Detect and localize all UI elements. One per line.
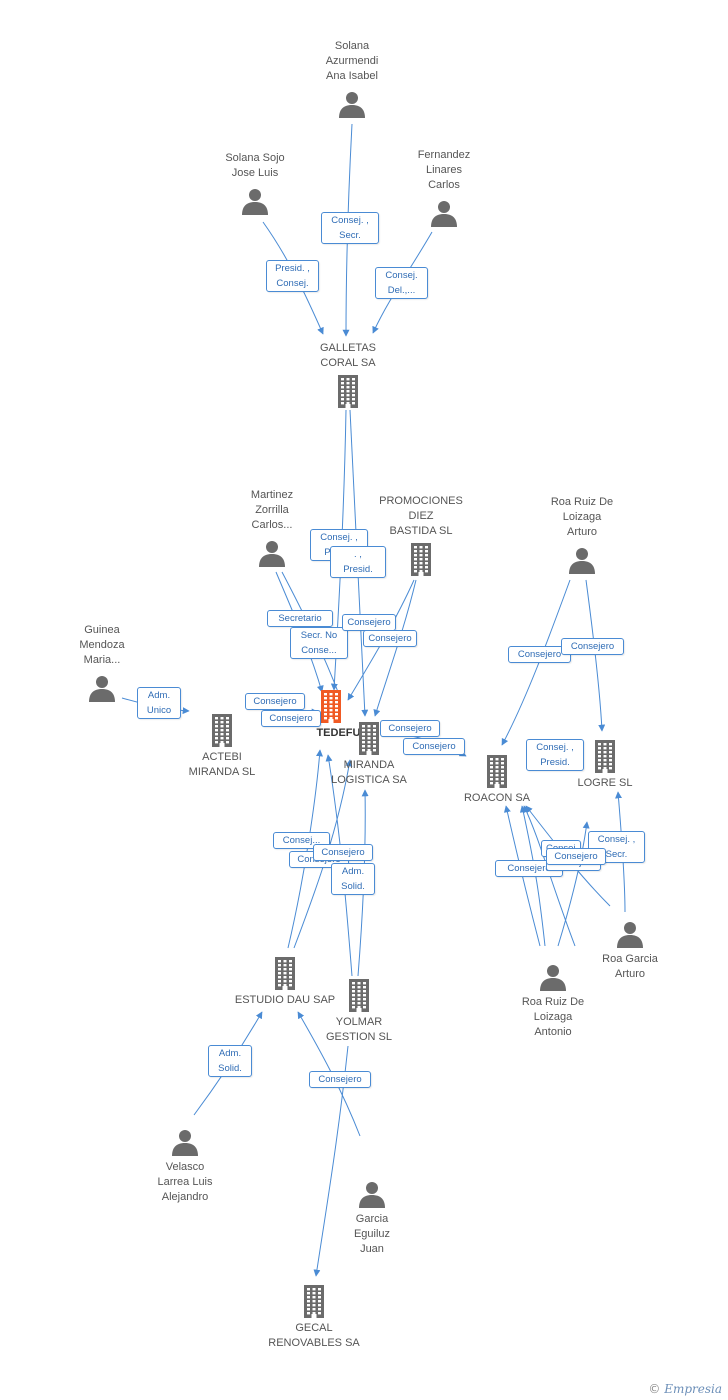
node-label-text: ACTEBI MIRANDA SL <box>188 751 256 778</box>
relationship-label[interactable]: Secretario <box>267 610 333 627</box>
node-label-text: ROACON SA <box>463 792 530 804</box>
person-icon[interactable] <box>240 186 270 221</box>
relationship-label[interactable]: Consejero <box>342 614 396 631</box>
node-label-text: GECAL RENOVABLES SA <box>268 1322 360 1349</box>
relationship-label[interactable]: Presid. , Consej. <box>266 260 319 292</box>
node-label-text: Martinez Zorrilla Carlos... <box>250 489 294 531</box>
node-label-text: Garcia Eguiluz Juan <box>353 1213 391 1255</box>
person-label-guinea-mendoza[interactable]: Guinea Mendoza Maria... <box>47 623 157 668</box>
relationship-label[interactable]: Adm. Unico <box>137 687 181 719</box>
node-label-text: Roa Ruiz De Loizaga Antonio <box>521 996 585 1038</box>
relationship-label[interactable]: Consejero <box>313 844 373 861</box>
node-label-text: Velasco Larrea Luis Alejandro <box>157 1161 213 1203</box>
node-label-text: LOGRE SL <box>577 777 633 789</box>
building-icon[interactable] <box>333 374 363 413</box>
building-icon[interactable] <box>270 956 300 995</box>
relationship-label[interactable]: Consejero <box>261 710 321 727</box>
brand-name: Empresia <box>664 1382 722 1396</box>
relationship-edge <box>349 409 369 717</box>
relationship-edge <box>501 579 571 746</box>
person-icon[interactable] <box>538 962 568 997</box>
person-icon[interactable] <box>615 919 645 954</box>
person-label-martinez-zorrilla[interactable]: Martinez Zorrilla Carlos... <box>217 488 327 533</box>
relationship-label[interactable]: Consej. , Secr. <box>321 212 379 244</box>
copyright-symbol: © <box>648 1382 661 1396</box>
relationship-label[interactable]: Consej. Del.,... <box>375 267 428 299</box>
person-label-velasco-larrea[interactable]: Velasco Larrea Luis Alejandro <box>130 1160 240 1205</box>
node-label-text: Fernandez Linares Carlos <box>417 149 471 191</box>
person-icon[interactable] <box>257 538 287 573</box>
node-label-text: Guinea Mendoza Maria... <box>79 624 125 666</box>
company-label-gecal[interactable]: GECAL RENOVABLES SA <box>259 1321 369 1351</box>
relationship-edge <box>519 805 546 947</box>
company-label-galletas-coral[interactable]: GALLETAS CORAL SA <box>293 341 403 371</box>
building-icon[interactable] <box>344 978 374 1017</box>
person-label-roa-ruiz-antonio[interactable]: Roa Ruiz De Loizaga Antonio <box>498 995 608 1040</box>
relationship-label[interactable]: . , Presid. <box>330 546 386 578</box>
node-label-text: ESTUDIO DAU SAP <box>234 994 336 1006</box>
person-icon[interactable] <box>567 545 597 580</box>
relationship-label[interactable]: Secr. No Conse... <box>290 627 348 659</box>
person-label-roa-ruiz-arturo[interactable]: Roa Ruiz De Loizaga Arturo <box>527 495 637 540</box>
company-label-estudio-dau[interactable]: ESTUDIO DAU SAP <box>230 993 340 1008</box>
person-label-garcia-eguiluz[interactable]: Garcia Eguiluz Juan <box>317 1212 427 1257</box>
relationship-label[interactable]: Consejero <box>363 630 417 647</box>
building-icon[interactable] <box>299 1284 329 1323</box>
person-icon[interactable] <box>170 1127 200 1162</box>
node-label-text: YOLMAR GESTION SL <box>325 1016 393 1043</box>
person-label-solana-azurmendi[interactable]: Solana Azurmendi Ana Isabel <box>297 39 407 84</box>
company-label-logre[interactable]: LOGRE SL <box>550 776 660 791</box>
relationship-label[interactable]: Consejero <box>380 720 440 737</box>
company-label-roacon[interactable]: ROACON SA <box>442 791 552 806</box>
person-label-solana-sojo[interactable]: Solana Sojo Jose Luis <box>200 151 310 181</box>
building-icon[interactable] <box>207 713 237 752</box>
relationship-label[interactable]: Consejero <box>403 738 465 755</box>
building-icon[interactable] <box>590 739 620 778</box>
node-label-text: Solana Sojo Jose Luis <box>225 152 285 179</box>
relationship-label[interactable]: Consejero <box>245 693 305 710</box>
node-label-text: GALLETAS CORAL SA <box>319 342 377 369</box>
relationship-label[interactable]: Consejero <box>546 848 606 865</box>
relationship-edge <box>557 821 590 947</box>
building-icon[interactable] <box>406 542 436 581</box>
building-icon[interactable] <box>316 689 346 728</box>
brand-watermark: © Empresia <box>648 1382 722 1396</box>
person-icon[interactable] <box>429 198 459 233</box>
relationship-label[interactable]: Adm. Solid. <box>331 863 375 895</box>
company-label-promociones-diez[interactable]: PROMOCIONES DIEZ BASTIDA SL <box>366 494 476 539</box>
relationship-label[interactable]: Consejero <box>309 1071 371 1088</box>
person-label-fernandez-linares[interactable]: Fernandez Linares Carlos <box>389 148 499 193</box>
relationship-label[interactable]: Consej. , Presid. <box>526 739 584 771</box>
relationship-label[interactable]: Consejero <box>561 638 624 655</box>
person-icon[interactable] <box>337 89 367 124</box>
node-label-text: PROMOCIONES DIEZ BASTIDA SL <box>379 495 463 537</box>
person-icon[interactable] <box>357 1179 387 1214</box>
node-label-text: MIRANDA LOGISTICA SA <box>331 759 407 786</box>
relationship-label[interactable]: Adm. Solid. <box>208 1045 252 1077</box>
relationship-edge <box>373 579 417 717</box>
company-label-yolmar[interactable]: YOLMAR GESTION SL <box>304 1015 414 1045</box>
node-label-text: Solana Azurmendi Ana Isabel <box>325 40 379 82</box>
building-icon[interactable] <box>482 754 512 793</box>
relationship-edge <box>585 579 606 732</box>
company-label-actebi[interactable]: ACTEBI MIRANDA SL <box>167 750 277 780</box>
person-icon[interactable] <box>87 673 117 708</box>
person-label-roa-garcia[interactable]: Roa Garcia Arturo <box>575 952 685 982</box>
company-label-miranda-logistica[interactable]: MIRANDA LOGISTICA SA <box>314 758 424 788</box>
node-label-text: Roa Garcia Arturo <box>602 953 658 980</box>
building-icon[interactable] <box>354 721 384 760</box>
node-label-text: Roa Ruiz De Loizaga Arturo <box>550 496 614 538</box>
